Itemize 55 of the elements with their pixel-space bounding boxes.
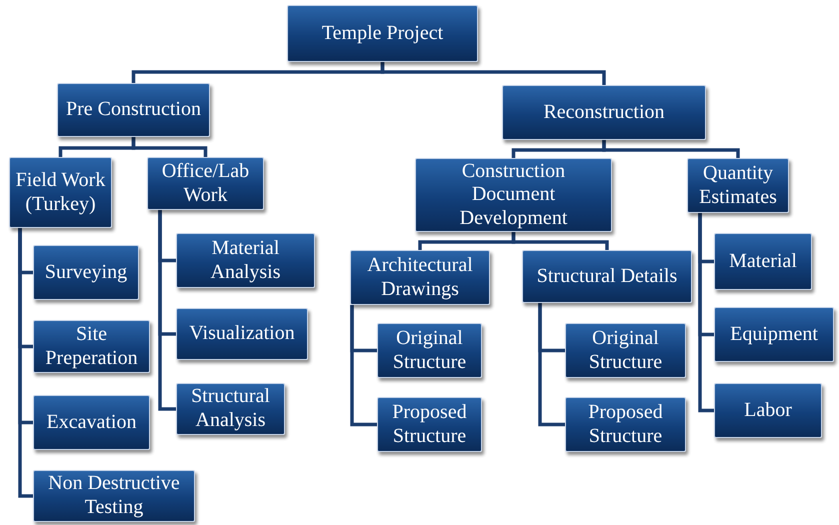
- connector-line: [158, 210, 176, 411]
- process-box: [33, 320, 150, 373]
- box-label: Excavation: [46, 410, 136, 434]
- process-box: [176, 233, 315, 288]
- process-box: [147, 157, 264, 210]
- process-box: [565, 397, 686, 452]
- connector-line: [602, 140, 740, 158]
- process-box: [502, 85, 706, 140]
- process-box: [714, 383, 822, 438]
- process-box: [377, 323, 482, 378]
- process-box: [287, 5, 478, 62]
- process-box: [714, 307, 834, 362]
- process-box: [687, 158, 789, 213]
- box-label: Surveying: [44, 260, 128, 284]
- process-box: [377, 397, 482, 452]
- process-box: [565, 323, 686, 378]
- process-box: [714, 233, 812, 290]
- box-label: Labor: [744, 398, 792, 422]
- process-box: [33, 245, 139, 300]
- process-box: [33, 395, 150, 450]
- box-label: Material: [729, 250, 797, 274]
- connector-line: [18, 228, 33, 498]
- box-label: Architectural Drawings: [366, 254, 474, 302]
- box-label: Site Preperation: [44, 322, 139, 370]
- box-label: Proposed Structure: [391, 400, 468, 448]
- box-label: Quantity Estimates: [698, 162, 778, 210]
- process-box: [176, 383, 285, 435]
- connector-line: [538, 303, 565, 426]
- process-box: [350, 250, 490, 305]
- box-label: Non Destructive Testing: [47, 472, 181, 520]
- box-label: Structural Analysis: [190, 385, 271, 433]
- box-label: Original Structure: [588, 326, 664, 374]
- box-label: Reconstruction: [543, 100, 665, 124]
- process-box: [522, 250, 692, 303]
- box-label: Equipment: [730, 322, 818, 346]
- box-label: Structural Details: [536, 264, 678, 288]
- box-label: Proposed Structure: [587, 400, 664, 448]
- box-label: Visualization: [189, 322, 295, 346]
- connector-line: [380, 62, 606, 85]
- box-label: Material Analysis: [210, 236, 282, 284]
- box-label: Original Structure: [392, 326, 468, 374]
- process-box: [176, 308, 308, 360]
- process-box: [57, 83, 210, 137]
- box-label: Pre Construction: [66, 98, 201, 122]
- box-label: Temple Project: [322, 22, 444, 46]
- process-box: [415, 158, 612, 232]
- box-label: Construction Document Development: [458, 160, 568, 230]
- process-box: [9, 157, 112, 228]
- connector-line: [698, 213, 714, 412]
- connector-line: [512, 232, 609, 250]
- box-label: Office/Lab Work: [160, 160, 250, 208]
- connector-line: [132, 137, 208, 157]
- process-box: [33, 470, 195, 522]
- connector-line: [350, 305, 377, 426]
- box-label: Field Work (Turkey): [14, 168, 106, 216]
